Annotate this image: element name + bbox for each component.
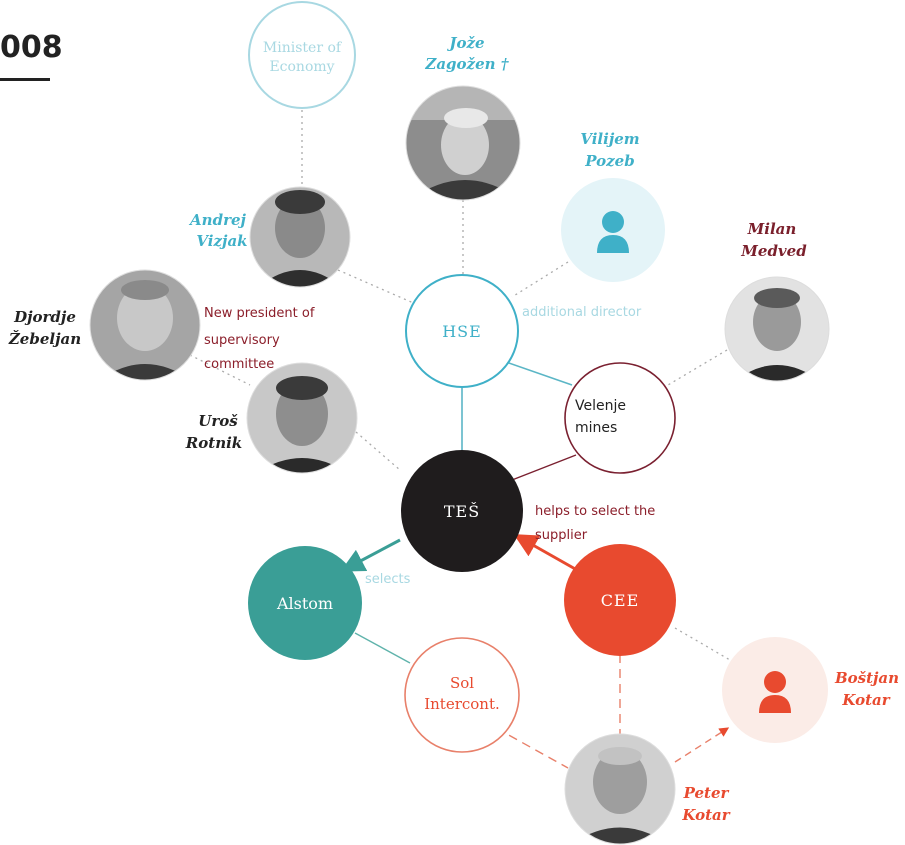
line-hse-velenje [505,361,573,386]
pozeb-label-line2: Pozeb [584,152,634,170]
node-minister-of-economy: Minister of Economy [248,1,356,109]
node-hse: HSE [405,274,519,388]
medved-label-line2: Medved [740,242,807,260]
zebeljan-label-line1: Djordje [13,308,76,326]
minister-label-line1: Minister of [263,40,343,56]
person-icon [597,211,629,253]
line-rotnik-tes [355,431,401,471]
arrow-cee-helps-tes [513,534,578,572]
helps-line2: supplier [535,528,588,543]
new-president-annotation: New president of supervisory committee [204,306,315,372]
pozeb-label-line1: Vilijem [580,130,639,148]
person-rotnik: Uroš Rotnik [185,362,358,474]
minister-label-line2: Economy [269,59,334,75]
connector-lines [189,110,731,769]
velenje-label-line1: Velenje [575,398,626,414]
vizjak-label-line2: Vizjak [196,232,247,250]
velenje-label-line2: mines [575,420,617,436]
sol-label-line1: Sol [450,674,474,692]
node-cee: CEE [564,544,676,656]
peter-label-line1: Peter [683,784,730,802]
zebeljan-photo [90,270,200,380]
line-medved-velenje [667,349,728,386]
bostjan-label-line2: Kotar [841,691,890,709]
vizjak-label-line1: Andrej [188,211,246,229]
new-president-line1: New president of [204,306,315,321]
zebeljan-label-line2: Žebeljan [8,330,81,348]
year-underline [0,78,50,81]
bostjan-label-line1: Boštjan [834,669,899,687]
rotnik-label-line2: Rotnik [185,434,242,452]
zagozen-photo [406,86,520,200]
line-velenje-tes [511,454,577,481]
helps-annotation: helps to select the supplier [535,504,655,543]
cee-label: CEE [601,591,640,610]
medved-photo [725,277,829,381]
helps-line1: helps to select the [535,504,655,519]
arrow-peter-bostjan [674,727,730,763]
person-bostjan-kotar: Boštjan Kotar [722,637,899,743]
person-zebeljan: Djordje Žebeljan [8,269,201,381]
new-president-line2: supervisory [204,333,280,348]
peter-photo [565,734,675,844]
zagozen-label-line2: Zagožen † [424,55,509,73]
line-alstom-sol [354,632,411,664]
medved-label-line1: Milan [747,220,797,238]
additional-director-label: additional director [522,305,642,320]
selects-label: selects [365,572,411,587]
alstom-label: Alstom [276,594,333,613]
line-pozeb-hse [511,261,569,298]
vizjak-photo [250,187,350,287]
person-pozeb: Vilijem Pozeb [561,130,665,282]
node-tes: TEŠ [401,450,523,572]
zagozen-label-line1: Jože [446,34,484,52]
tes-label: TEŠ [444,501,480,521]
peter-label-line2: Kotar [681,806,730,824]
person-medved: Milan Medved [724,220,830,382]
arrow-tes-selects-alstom [340,538,401,572]
line-sol-peter [495,727,569,769]
node-sol-intercont: Sol Intercont. [404,637,520,753]
line-cee-bostjan [674,627,731,661]
line-zebeljan-rotnik [189,354,251,386]
hse-label: HSE [442,322,482,341]
person-vizjak: Andrej Vizjak [188,186,351,288]
new-president-line3: committee [204,357,274,372]
person-zagozen: Jože Zagožen † [405,34,521,201]
rotnik-photo [247,363,357,473]
sol-label-line2: Intercont. [424,695,500,713]
node-alstom: Alstom [248,546,362,660]
line-vizjak-hse [337,269,419,306]
year-label: 008 [0,30,63,65]
node-velenje-mines: Velenje mines [564,362,676,474]
person-icon [759,671,791,713]
rotnik-label-line1: Uroš [198,412,238,430]
person-peter-kotar: Peter Kotar [564,733,731,845]
